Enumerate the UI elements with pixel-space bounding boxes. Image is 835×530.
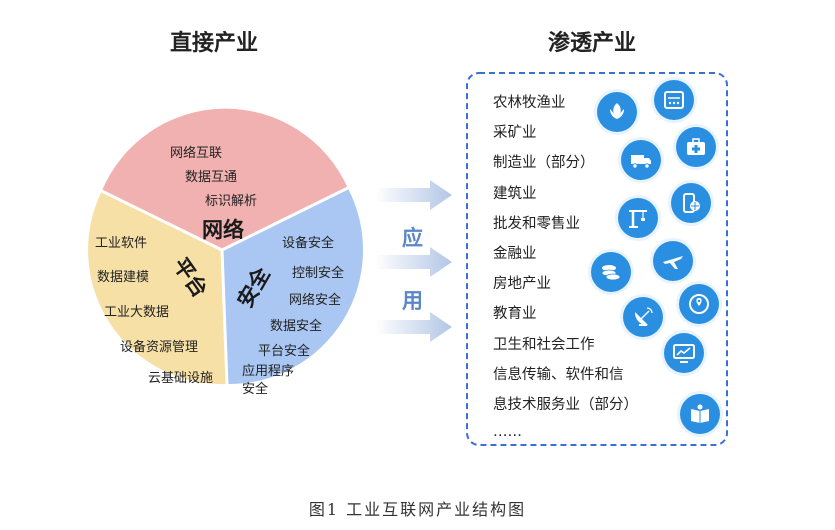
leaf-icon xyxy=(597,92,637,132)
pie-segment-network xyxy=(101,108,348,250)
pie-segment-security xyxy=(222,188,364,385)
industry-item: 建筑业 xyxy=(493,186,537,202)
penetration-industry-title: 渗透产业 xyxy=(548,31,637,56)
phone-globe-icon xyxy=(671,183,711,223)
coins-icon xyxy=(591,252,631,292)
industry-item: …… xyxy=(493,424,522,440)
network-item-1: 网络互联 xyxy=(170,146,223,161)
industry-item: 农林牧渔业 xyxy=(493,95,566,111)
calculator-icon xyxy=(654,80,694,120)
industry-item: 信息传输、软件和信 xyxy=(493,367,624,383)
pie-segment-platform xyxy=(88,191,227,385)
security-item-4: 数据安全 xyxy=(270,319,323,334)
first-aid-kit-icon xyxy=(676,127,716,167)
industry-item: 息技术服务业（部分） xyxy=(493,397,638,413)
network-item-2: 数据互通 xyxy=(185,170,238,185)
security-item-3: 网络安全 xyxy=(289,293,342,308)
industry-item: 制造业（部分） xyxy=(493,155,595,171)
platform-item-3: 工业大数据 xyxy=(104,305,170,320)
platform-item-5: 云基础设施 xyxy=(148,371,214,386)
security-item-7: 安全 xyxy=(242,382,269,397)
network-label: 网络 xyxy=(202,218,244,242)
book-icon xyxy=(680,394,720,434)
arrow-bottom xyxy=(375,312,452,342)
airplane-icon xyxy=(653,241,693,281)
industry-item: 卫生和社会工作 xyxy=(493,337,595,353)
security-item-2: 控制安全 xyxy=(292,266,345,281)
application-char-2: 用 xyxy=(402,289,423,313)
network-item-3: 标识解析 xyxy=(205,194,258,209)
industry-item: 教育业 xyxy=(493,306,537,322)
platform-item-4: 设备资源管理 xyxy=(120,340,199,355)
industry-item: 房地产业 xyxy=(493,276,551,292)
platform-item-1: 工业软件 xyxy=(95,236,148,251)
satellite-dish-icon xyxy=(623,297,663,337)
crane-icon xyxy=(618,198,658,238)
application-char-1: 应 xyxy=(402,226,423,250)
security-item-1: 设备安全 xyxy=(282,236,335,251)
security-item-6: 应用程序 xyxy=(242,364,295,379)
industry-item: 批发和零售业 xyxy=(493,216,580,232)
direct-industry-title: 直接产业 xyxy=(170,31,259,56)
industry-item: 采矿业 xyxy=(493,125,537,141)
chart-monitor-icon xyxy=(664,333,704,373)
industry-box xyxy=(466,72,728,446)
figure-caption: 图1 工业互联网产业结构图 xyxy=(308,500,527,519)
platform-item-2: 数据建模 xyxy=(97,270,150,285)
arrow-middle xyxy=(375,247,452,277)
arrow-top xyxy=(375,180,452,210)
truck-icon xyxy=(621,140,661,180)
security-item-5: 平台安全 xyxy=(258,344,311,359)
industry-item: 金融业 xyxy=(493,246,537,262)
map-globe-icon xyxy=(679,284,719,324)
